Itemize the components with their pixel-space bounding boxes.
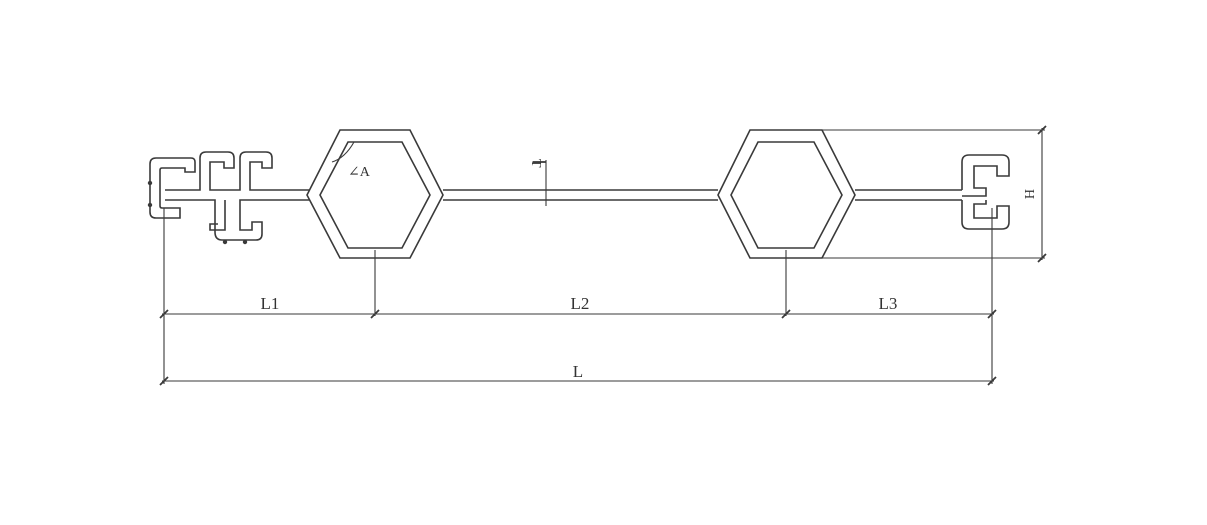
- left-clip-connector: [147, 151, 285, 245]
- upper-hooks: [165, 151, 285, 191]
- dimension-label-l2: L2: [571, 294, 590, 313]
- marker-dot: [147, 180, 153, 186]
- marker-dot: [222, 239, 228, 245]
- marker-dot: [147, 202, 153, 208]
- left-hexagon: ∠A: [306, 129, 444, 259]
- angle-label: ∠A: [348, 165, 371, 180]
- right-hexagon: [717, 129, 856, 259]
- left-c-hook: [149, 157, 196, 219]
- thickness-label: T: [528, 159, 543, 168]
- right-c-clip: [961, 154, 1010, 230]
- dimension-label-l3: L3: [879, 294, 898, 313]
- marker-dot: [242, 239, 248, 245]
- height-label: H: [1021, 189, 1036, 199]
- lower-hooks: [165, 199, 285, 241]
- overall-dimension-line: L: [159, 362, 997, 386]
- center-web: T: [443, 159, 718, 206]
- segment-dimension-line: L1 L2 L3: [159, 294, 997, 319]
- dimension-label-l1: L1: [261, 294, 280, 313]
- dimension-label-l: L: [573, 362, 583, 381]
- height-dimension: H: [822, 125, 1047, 263]
